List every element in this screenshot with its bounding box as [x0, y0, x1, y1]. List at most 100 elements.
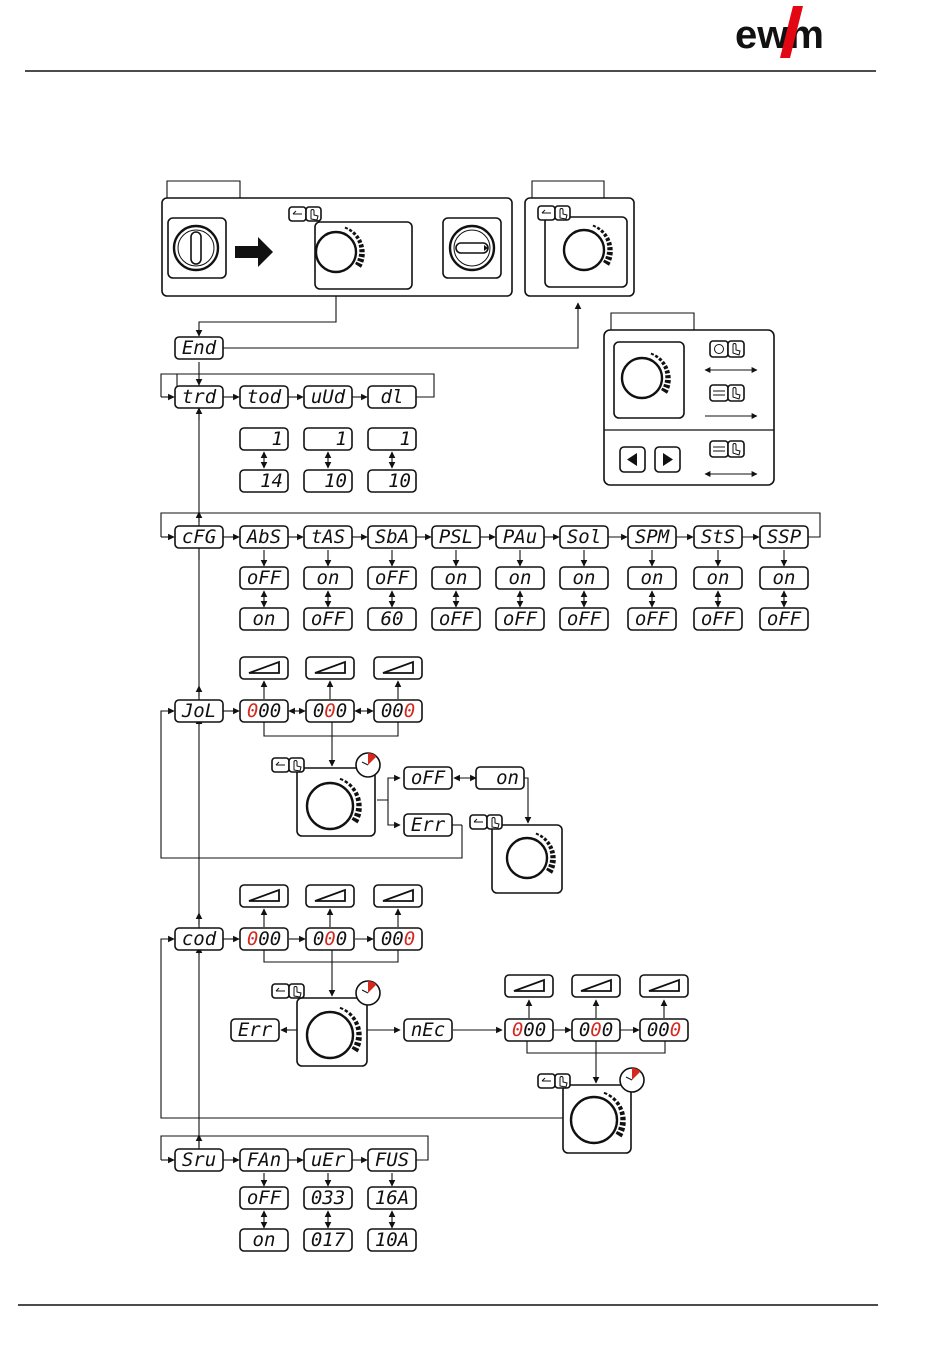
cod-digit-1-text: 000: [313, 928, 347, 950]
jol-confirm-icon: [470, 815, 502, 829]
jol-digit-0: 000: [240, 700, 288, 722]
jol-ramp-0: [240, 657, 288, 679]
jol-digit-1: 000: [306, 700, 354, 722]
srv-value-FAn-1-text: oFF: [247, 1187, 282, 1209]
srv-value-FUS-2-text: 10A: [375, 1229, 409, 1251]
srv-param-FAn-text: FAn: [247, 1149, 281, 1171]
trd-value-uUd-1: 1: [304, 428, 352, 450]
cfg-value-PSL-2: oFF: [432, 608, 480, 630]
jol-ramp-2: [374, 657, 422, 679]
trd-value-uUd-2-text: 10: [324, 470, 347, 492]
new-code-ramp-2: [640, 975, 688, 997]
new-code-digit-2: 000: [640, 1019, 688, 1041]
cfg-value-SPM-1: on: [628, 567, 676, 589]
trd-value-tod-1-text: 1: [272, 428, 283, 450]
cod-ramp-2: [374, 885, 422, 907]
jol-exit-icon: [272, 758, 304, 772]
cfg-value-SPM-2-text: oFF: [635, 608, 670, 630]
srv-value-FUS-2: 10A: [368, 1229, 416, 1251]
trd-value-uUd-1-text: 1: [336, 428, 347, 450]
cfg-value-PAu-1: on: [496, 567, 544, 589]
cfg-value-tAS-2-text: oFF: [311, 608, 346, 630]
menu-jol-text: JoL: [181, 700, 216, 722]
operating-panel: [604, 313, 774, 485]
menu-srv-text: Sru: [182, 1149, 216, 1171]
srv-value-FUS-1: 16A: [368, 1187, 416, 1209]
select-press-icon: [710, 385, 744, 401]
cfg-param-SbA: SbA: [368, 526, 416, 548]
srv-value-FUS-1-text: 16A: [375, 1187, 409, 1209]
trd-value-dl-2-text: 10: [388, 470, 411, 492]
new-code-digit-0: 000: [505, 1019, 553, 1041]
trd-param-tod-text: tod: [247, 386, 282, 408]
jol-timer-icon: [356, 753, 380, 777]
cod-ramp-0: [240, 885, 288, 907]
cfg-value-SbA-1: oFF: [368, 567, 416, 589]
cfg-param-PAu-text: PAu: [503, 526, 537, 548]
srv-value-FAn-1: oFF: [240, 1187, 288, 1209]
srv-value-uEr-1: 033: [304, 1187, 352, 1209]
menu-cod: cod: [175, 928, 223, 950]
cod-nec: nEc: [404, 1019, 452, 1041]
trd-param-tod: tod: [240, 386, 288, 408]
cfg-param-StS-text: StS: [701, 526, 735, 548]
jol-on-text: on: [496, 767, 519, 789]
logo-text: ewm: [735, 13, 824, 57]
srv-value-FAn-2-text: on: [253, 1229, 276, 1251]
srv-value-uEr-2-text: 017: [311, 1229, 346, 1251]
cfg-value-Sol-2-text: oFF: [567, 608, 602, 630]
new-code-digit-1: 000: [572, 1019, 620, 1041]
srv-param-uEr-text: uEr: [311, 1149, 346, 1171]
cfg-value-PAu-1-text: on: [509, 567, 532, 589]
new-code-digit-0-text: 000: [512, 1019, 546, 1041]
cfg-param-SPM: SPM: [628, 526, 676, 548]
cod-ramp-1: [306, 885, 354, 907]
cfg-value-StS-1-text: on: [707, 567, 730, 589]
cfg-value-PSL-1-text: on: [445, 567, 468, 589]
cfg-value-SSP-1-text: on: [773, 567, 796, 589]
srv-value-uEr-1-text: 033: [311, 1187, 345, 1209]
trd-value-tod-1: 1: [240, 428, 288, 450]
cfg-param-SbA-text: SbA: [375, 526, 409, 548]
cfg-value-SSP-1: on: [760, 567, 808, 589]
cfg-value-SPM-2: oFF: [628, 608, 676, 630]
trd-value-dl-1-text: 1: [400, 428, 411, 450]
trd-value-tod-2-text: 14: [260, 470, 283, 492]
menu-trd-text: trd: [182, 386, 217, 408]
cfg-value-AbS-2: on: [240, 608, 288, 630]
rotate-press-icon: [710, 341, 744, 357]
jol-off-text: oFF: [411, 767, 446, 789]
srv-value-uEr-2: 017: [304, 1229, 352, 1251]
trd-param-uUd: uUd: [304, 386, 352, 408]
cfg-param-StS: StS: [694, 526, 742, 548]
trd-value-dl-1: 1: [368, 428, 416, 450]
menu-srv: Sru: [175, 1149, 223, 1171]
jol-digit-0-text: 000: [247, 700, 281, 722]
cfg-value-AbS-1: oFF: [240, 567, 288, 589]
trd-param-dl-text: dl: [381, 386, 404, 408]
cfg-value-SSP-2: oFF: [760, 608, 808, 630]
menu-end-text: End: [182, 337, 217, 359]
new-code-digit-2-text: 000: [647, 1019, 681, 1041]
cod-digit-2: 000: [374, 928, 422, 950]
trd-value-dl-2: 10: [368, 470, 416, 492]
ewm-logo: ewm: [735, 6, 824, 58]
cfg-value-Sol-1-text: on: [573, 567, 596, 589]
cod-digit-2-text: 000: [381, 928, 415, 950]
jol-digit-2: 000: [374, 700, 422, 722]
cfg-param-AbS: AbS: [240, 526, 288, 548]
jol-err-text: Err: [411, 814, 446, 836]
menu-cfg-text: cFG: [182, 526, 216, 548]
jol-ramp-1: [306, 657, 354, 679]
cfg-value-SbA-2-text: 60: [381, 608, 404, 630]
cfg-value-AbS-2-text: on: [253, 608, 276, 630]
srv-param-uEr: uEr: [304, 1149, 352, 1171]
jol-off: oFF: [404, 767, 452, 789]
new-code-digit-1-text: 000: [579, 1019, 613, 1041]
cfg-value-AbS-1-text: oFF: [247, 567, 282, 589]
menu-end: End: [175, 337, 223, 359]
menu-cod-text: cod: [182, 928, 217, 950]
jol-err: Err: [404, 814, 452, 836]
cfg-value-SbA-1-text: oFF: [375, 567, 410, 589]
cod-digit-0: 000: [240, 928, 288, 950]
